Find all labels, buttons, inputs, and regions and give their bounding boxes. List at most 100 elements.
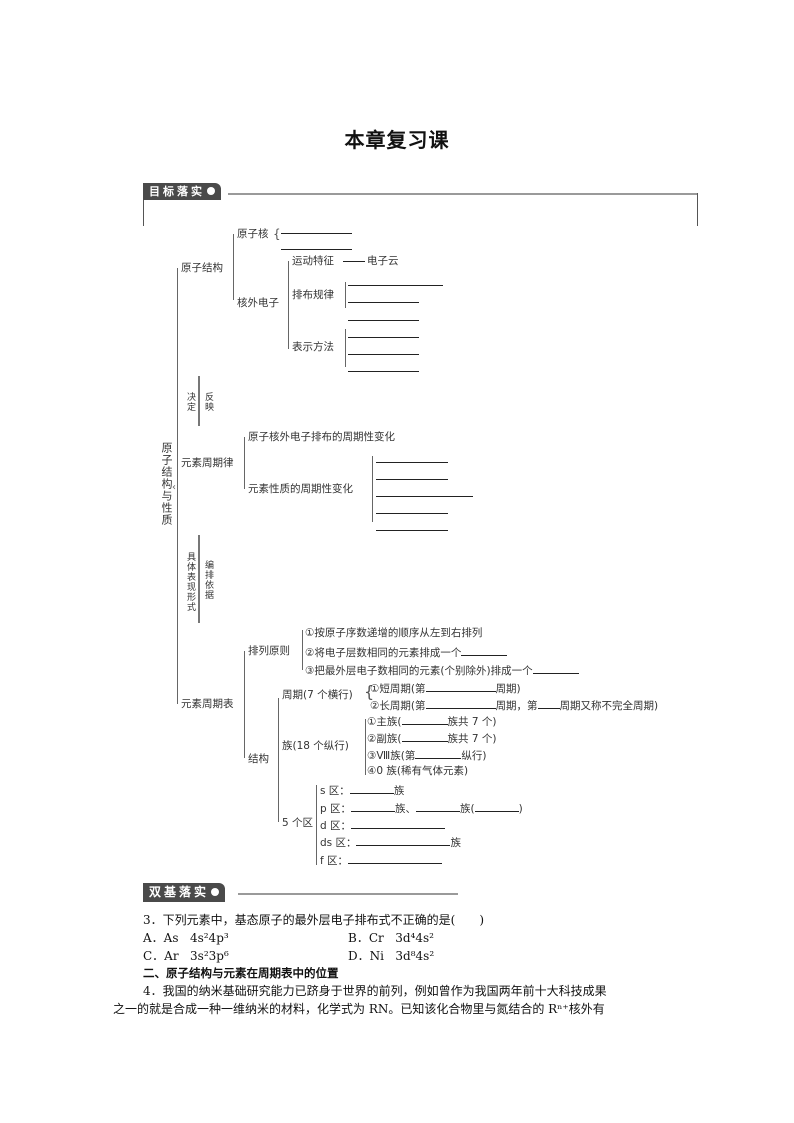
question-4-line-1: 4．我国的纳米基础研究能力已跻身于世界的前列，例如曾作为我国两年前十大科技成果: [143, 984, 607, 998]
blank-line[interactable]: [416, 801, 461, 812]
p-block-close: ): [518, 803, 523, 815]
brace-principles: [302, 630, 303, 670]
short-period-suffix: 周期): [495, 683, 521, 695]
link-determines: 决定: [185, 392, 195, 412]
link-manifestation: 具体表现形式: [185, 552, 195, 612]
option-a-config: 4s²4p³: [189, 931, 229, 945]
blank-line[interactable]: [376, 496, 473, 497]
blank-line[interactable]: [425, 681, 496, 692]
branch-electrons: [288, 261, 289, 349]
section-rule: [238, 893, 458, 895]
node-blocks: 5 个区: [282, 817, 314, 829]
principle-2-text: ②将电子层数相同的元素排成一个: [305, 647, 462, 659]
blank-line[interactable]: [537, 698, 560, 709]
brace-groups: [365, 719, 366, 775]
option-d[interactable]: D．Ni 3d⁸4s²: [348, 949, 434, 964]
link-basis: 编排依据: [203, 560, 213, 600]
p-block: p 区：族、族(): [320, 801, 523, 816]
blank-line[interactable]: [376, 479, 448, 480]
brace-representation: [345, 329, 346, 367]
branch-periodic-law: [244, 437, 245, 489]
node-periods: 周期(7 个横行): [282, 689, 353, 701]
branch-structure: [278, 698, 279, 822]
blank-line[interactable]: [349, 783, 394, 794]
group-viii-prefix: ③Ⅷ族(第: [367, 750, 416, 762]
blank-line[interactable]: [348, 320, 419, 321]
section-label: 双基落实: [149, 885, 210, 899]
blank-line[interactable]: [461, 645, 508, 656]
principle-3-text: ③把最外层电子数相同的元素(个别除外)排成一个: [305, 665, 533, 677]
blank-line[interactable]: [348, 302, 419, 303]
principle-1: ①按原子序数递增的顺序从左到右排列: [305, 627, 483, 639]
s-block: s 区：族: [320, 783, 404, 798]
d-block: d 区：: [320, 818, 446, 833]
group-zero: ④0 族(稀有气体元素): [367, 765, 469, 777]
connector-line: [343, 261, 365, 262]
long-period-mid: 周期，第: [495, 700, 538, 712]
option-b[interactable]: B．Cr 3d⁴4s²: [348, 931, 434, 946]
ds-block-suffix: 族: [450, 837, 461, 849]
option-c-key: C．Ar: [143, 949, 179, 963]
main-group: ①主族(族共 7 个): [367, 714, 496, 729]
blank-line[interactable]: [376, 462, 448, 463]
blank-line[interactable]: [351, 801, 396, 812]
option-c-config: 3s²3p⁶: [190, 949, 229, 963]
blank-line[interactable]: [348, 337, 419, 338]
principle-2: ②将电子层数相同的元素排成一个: [305, 645, 508, 660]
blank-line[interactable]: [348, 853, 443, 864]
principle-3: ③把最外层电子数相同的元素(个别除外)排成一个: [305, 663, 579, 678]
blank-line[interactable]: [281, 233, 352, 234]
node-atomic-structure: 原子结构: [181, 262, 223, 274]
s-block-suffix: 族: [393, 785, 405, 797]
node-groups: 族(18 个纵行): [282, 740, 349, 752]
node-arrangement: 排布规律: [292, 289, 334, 301]
option-b-key: B．Cr: [348, 931, 384, 945]
p-block-suffix: 族(: [460, 803, 475, 815]
bullet-dot-icon: [211, 887, 220, 896]
node-property-periodicity: 元素性质的周期性变化: [248, 483, 353, 495]
blank-line[interactable]: [474, 801, 519, 812]
node-electrons: 核外电子: [237, 297, 279, 309]
blank-line[interactable]: [348, 285, 443, 286]
double-arrow-icon: [198, 535, 200, 623]
blank-line[interactable]: [356, 835, 451, 846]
section-label: 目标落实: [149, 185, 205, 198]
option-d-key: D．Ni: [348, 949, 384, 963]
section-2-heading: 二、原子结构与元素在周期表中的位置: [143, 966, 339, 980]
main-group-suffix: 族共 7 个): [447, 716, 497, 728]
blank-line[interactable]: [348, 354, 419, 355]
blank-line[interactable]: [376, 513, 448, 514]
sub-group: ②副族(族共 7 个): [367, 731, 496, 746]
f-block-label: f 区：: [320, 855, 349, 867]
blank-line[interactable]: [401, 714, 448, 725]
node-periodic-table: 元素周期表: [181, 698, 234, 710]
blank-line[interactable]: [376, 530, 448, 531]
group-viii: ③Ⅷ族(第纵行): [367, 748, 486, 763]
page-title: 本章复习课: [344, 128, 450, 152]
node-structure: 结构: [248, 753, 269, 765]
blank-line[interactable]: [415, 748, 462, 759]
blank-line[interactable]: [281, 249, 352, 250]
option-a[interactable]: A．As 4s²4p³: [143, 931, 229, 946]
long-period-prefix: ②长周期(第: [370, 700, 426, 712]
ds-block: ds 区：族: [320, 835, 461, 850]
section-frame-left: [143, 200, 144, 226]
blank-line[interactable]: [401, 731, 448, 742]
sub-group-suffix: 族共 7 个): [447, 733, 497, 745]
long-period: ②长周期(第周期，第周期又称不完全周期): [370, 698, 658, 713]
question-4-line-2: 之一的就是合成一种一维纳米的材料，化学式为 RN。已知该化合物里与氮结合的 Rⁿ…: [113, 1002, 605, 1016]
blank-line[interactable]: [348, 371, 419, 372]
node-nucleus: 原子核: [237, 228, 269, 240]
blank-line[interactable]: [532, 663, 579, 674]
node-periodic-law: 元素周期律: [181, 457, 234, 469]
bullet-dot-icon: [207, 187, 215, 195]
root-branch-line: [177, 268, 178, 704]
option-c[interactable]: C．Ar 3s²3p⁶: [143, 949, 229, 964]
f-block: f 区：: [320, 853, 443, 868]
blank-line[interactable]: [351, 818, 446, 829]
brace-arrangement: [345, 282, 346, 308]
p-block-label: p 区：: [320, 803, 352, 815]
blank-line[interactable]: [425, 698, 496, 709]
short-period-prefix: ①短周期(第: [370, 683, 426, 695]
option-b-config: 3d⁴4s²: [395, 931, 434, 945]
